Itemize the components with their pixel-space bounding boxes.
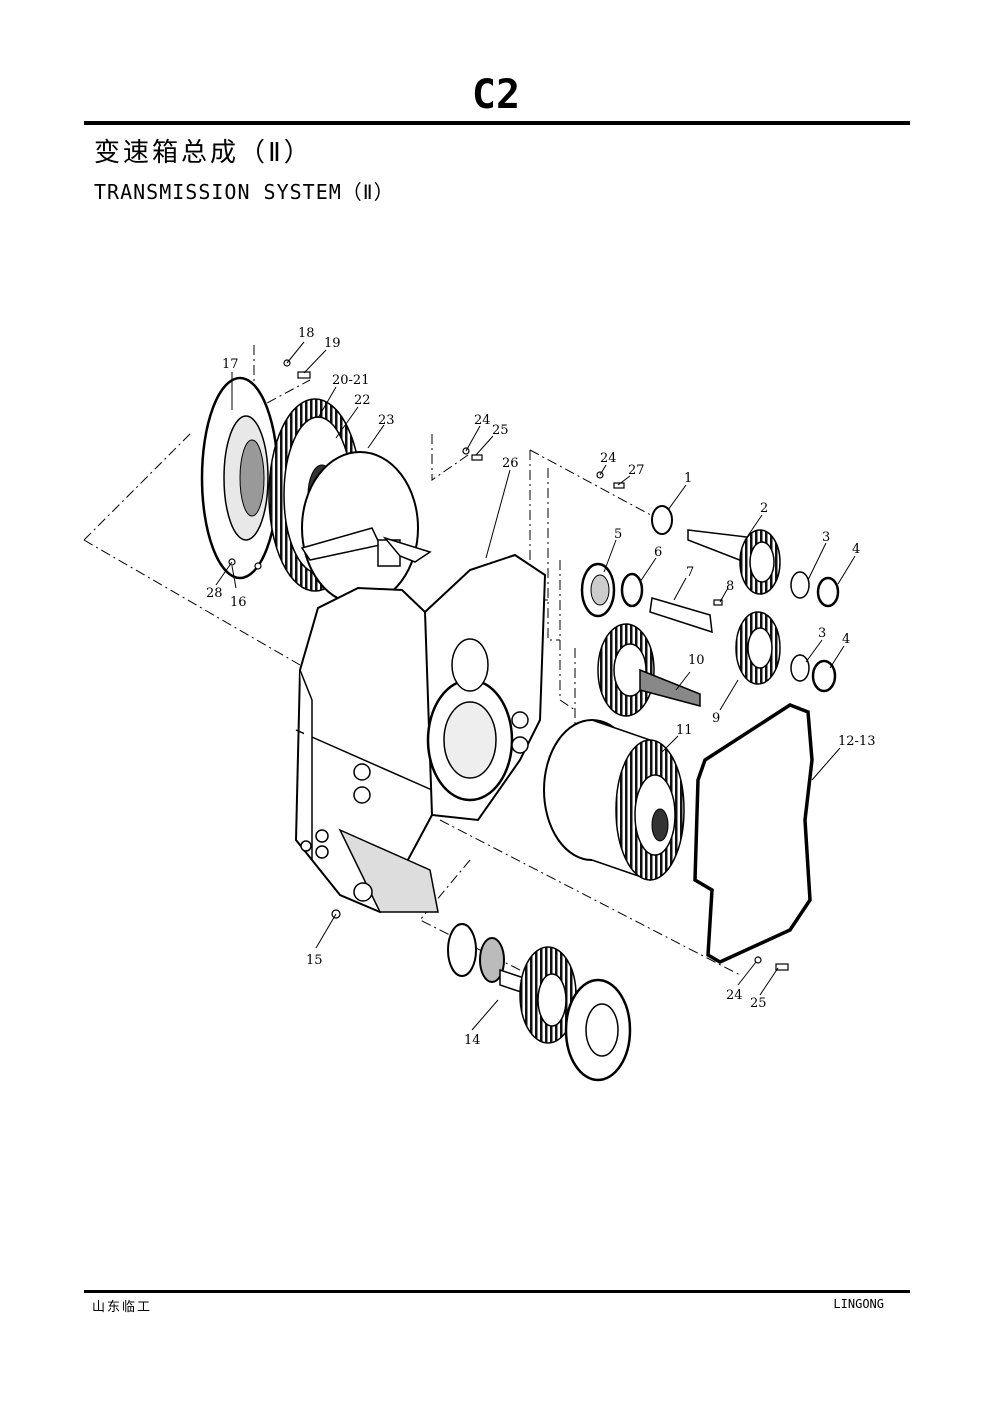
output-shaft	[597, 623, 701, 717]
callout-6: 6	[654, 545, 662, 560]
callout-27: 27	[628, 463, 645, 478]
callout-16: 16	[230, 595, 247, 610]
callout-17: 17	[222, 357, 239, 372]
output-flange-assembly	[447, 923, 632, 1082]
part-callouts: 1 2 3 4 5 6 7 8 9 10 11 12-13 14 15 16 1…	[206, 326, 875, 1048]
footer-company-cn: 山东临工	[92, 1300, 153, 1315]
footer-rule	[84, 1290, 910, 1293]
callout-4: 4	[852, 542, 860, 557]
clutch-drum	[543, 719, 685, 882]
callout-4-lower: 4	[842, 632, 850, 647]
callout-24-upper-left: 24	[474, 413, 491, 428]
callout-11: 11	[676, 723, 693, 738]
callout-25-upper-left: 25	[492, 423, 509, 438]
header-rule	[84, 121, 910, 125]
gear-shaft-upper	[651, 505, 840, 608]
callout-25-lower: 25	[750, 996, 767, 1011]
callout-10: 10	[688, 653, 705, 668]
gear-shaft-middle	[580, 562, 837, 693]
callout-7: 7	[686, 565, 694, 580]
callout-23: 23	[378, 413, 395, 428]
callout-15: 15	[306, 953, 323, 968]
callout-12-13: 12-13	[838, 734, 875, 749]
callout-22: 22	[354, 393, 371, 408]
transmission-housing	[294, 553, 547, 914]
page-title-english: TRANSMISSION SYSTEM（Ⅱ）	[94, 180, 395, 204]
callout-1: 1	[684, 471, 692, 486]
page-code: C2	[471, 72, 521, 118]
page-title-chinese: 变速箱总成（Ⅱ）	[94, 138, 313, 168]
callout-9: 9	[712, 711, 720, 726]
callout-24-lower: 24	[726, 988, 743, 1003]
callout-3: 3	[822, 530, 830, 545]
callout-19: 19	[324, 336, 341, 351]
callout-20-21: 20-21	[332, 373, 369, 388]
callout-26: 26	[502, 456, 519, 471]
front-cover	[200, 376, 280, 580]
cover-plate	[300, 451, 432, 605]
leader-lines	[215, 341, 856, 1031]
callout-8: 8	[726, 579, 734, 594]
callout-3-lower: 3	[818, 626, 826, 641]
footer-brand: LINGONG	[833, 1297, 884, 1311]
gasket	[693, 703, 814, 964]
callout-24-upper-mid: 24	[600, 451, 617, 466]
callout-18: 18	[298, 326, 315, 341]
callout-5: 5	[614, 527, 622, 542]
callout-14: 14	[464, 1033, 481, 1048]
callout-2: 2	[760, 501, 768, 516]
callout-28: 28	[206, 586, 223, 601]
